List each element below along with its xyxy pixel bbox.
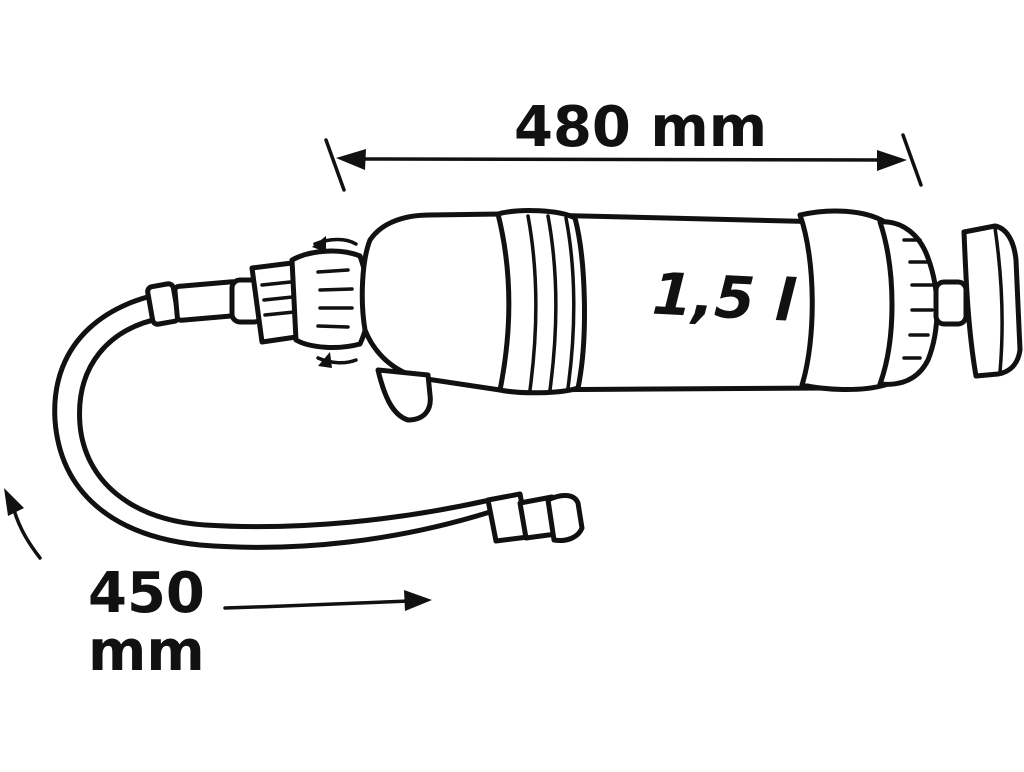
pump-trigger-tab [375, 367, 433, 423]
dimension-tick-left [324, 138, 346, 192]
volume-label: 1,5 l [650, 260, 797, 335]
hose-dimension-arrows [4, 488, 432, 611]
pump-length-label: 480 mm [514, 95, 767, 160]
hose-arrow-line [223, 599, 412, 610]
rotate-arrowhead-top [312, 236, 326, 252]
length-dimension [324, 133, 923, 192]
pump-handle [933, 223, 1023, 379]
dimension-arrowhead-left [336, 149, 366, 170]
hose-length-value: 450 [88, 561, 205, 626]
hose-arrowhead-up [4, 488, 24, 516]
pump-nozzle [229, 236, 372, 368]
hose-length-unit: mm [88, 619, 205, 684]
hose-end-tip [545, 493, 585, 543]
pump-body [359, 208, 940, 423]
hose-arrowhead-right [404, 590, 432, 611]
hose-curve-arrow-left [12, 508, 42, 560]
rotate-arrow-bottom [316, 356, 358, 365]
dimension-tick-right [901, 133, 923, 187]
rotate-arrowhead-bottom [318, 352, 332, 368]
front-cap-nut [289, 248, 372, 350]
hose-outer [52, 288, 493, 550]
pump-ribbed-collar [495, 208, 587, 396]
plunger-rod [933, 279, 969, 327]
hose-inner [77, 315, 493, 530]
rear-cap [797, 208, 899, 392]
t-handle [961, 223, 1023, 379]
dimension-arrowhead-right [877, 150, 907, 171]
dimension-line [354, 157, 890, 162]
suction-hose [52, 279, 585, 550]
